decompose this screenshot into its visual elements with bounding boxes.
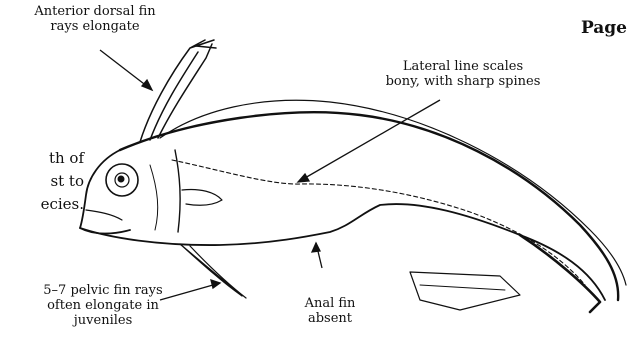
label-lateral-line: Lateral line scales bony, with sharp spi… <box>378 59 548 89</box>
operculum <box>175 150 180 232</box>
label-pelvic: 5–7 pelvic fin rays often elongate in ju… <box>38 283 168 328</box>
arrow-head-anal <box>312 243 320 252</box>
pectoral-fin <box>182 189 222 205</box>
arrow-head-lateral-line <box>298 174 309 182</box>
tail-fin-ray <box>420 285 505 290</box>
preoperculum <box>150 165 158 230</box>
tail-lower-line <box>520 235 600 312</box>
mouth <box>86 210 122 220</box>
pelvic-fin <box>180 244 246 298</box>
label-anal: Anal fin absent <box>295 296 365 326</box>
head-outline <box>80 150 130 234</box>
arrow-head-anterior-dorsal <box>142 80 152 90</box>
tail-fin <box>410 272 520 310</box>
arrow-pelvic <box>160 283 220 300</box>
arrow-head-pelvic <box>211 280 220 288</box>
label-anterior-dorsal: Anterior dorsal fin rays elongate <box>20 4 170 34</box>
eye-pupil <box>118 176 125 183</box>
